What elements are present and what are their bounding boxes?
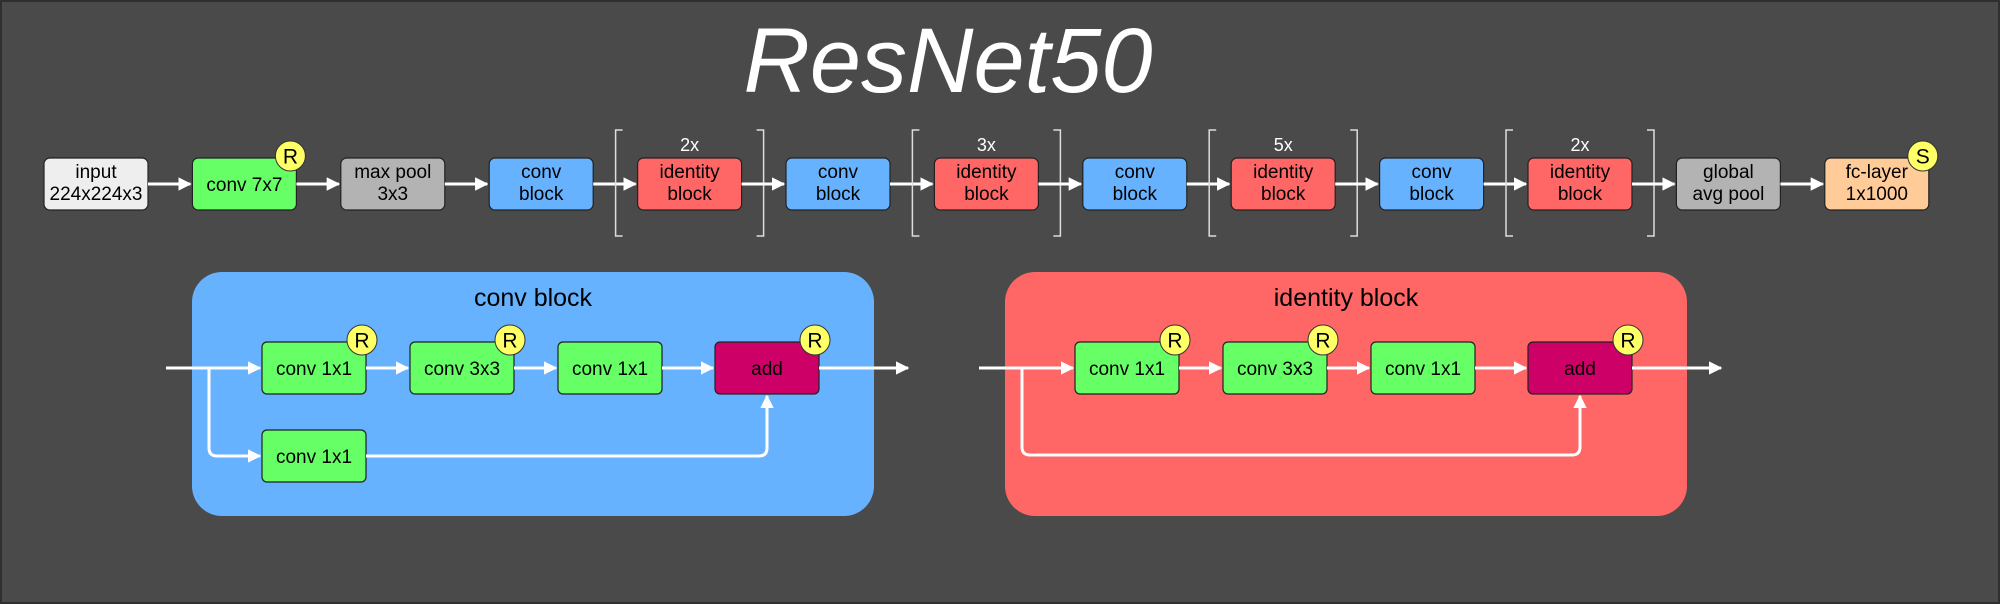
skip-connection-arrow — [1020, 368, 1587, 457]
repeat-bracket-left — [1208, 129, 1217, 237]
repeat-bracket-left — [1505, 129, 1513, 237]
activation-badge-label: S — [1916, 146, 1930, 169]
panel-title: conv block — [474, 284, 593, 312]
node-label: identity — [1253, 162, 1314, 183]
activation-badge-label: R — [502, 330, 517, 353]
node-label: global — [1703, 162, 1754, 183]
activation-badge-label: R — [1620, 330, 1635, 353]
node-label: conv — [818, 162, 859, 183]
node-label: conv — [1115, 162, 1156, 183]
node-label: max pool — [354, 162, 431, 183]
node-label: block — [1558, 184, 1603, 205]
node-label: conv — [521, 162, 562, 183]
node-label: identity — [659, 162, 720, 183]
node-label: conv 1x1 — [1385, 359, 1461, 380]
node-label: conv 1x1 — [572, 359, 648, 380]
block-node-add: add R — [714, 324, 831, 395]
node-label: block — [1113, 184, 1158, 205]
node-label: add — [1564, 359, 1596, 380]
activation-badge-r — [346, 324, 378, 356]
activation-badge-label: R — [354, 330, 369, 353]
block-node-conv-1x1: conv 1x1 — [1370, 341, 1476, 395]
activation-badge-r — [274, 140, 306, 172]
node-label: block — [1409, 184, 1454, 205]
node-label: 224x224x3 — [50, 184, 143, 205]
node-label: block — [816, 184, 861, 205]
diagram-title: ResNet50 — [743, 10, 1152, 112]
node-label: block — [1261, 184, 1306, 205]
node-label: fc-layer — [1846, 162, 1909, 183]
activation-badge-r — [1612, 324, 1644, 356]
block-node-conv-1x1: conv 1x1 — [557, 341, 663, 395]
repeat-count: 2x — [1570, 135, 1589, 155]
activation-badge-r — [1159, 324, 1191, 356]
activation-badge-s — [1907, 140, 1939, 172]
node-label: 1x1000 — [1846, 184, 1908, 205]
repeat-count: 5x — [1274, 135, 1293, 155]
shortcut-arrow — [207, 368, 262, 463]
merge-arrow — [366, 394, 774, 458]
node-label: identity — [956, 162, 1017, 183]
node-label: conv 3x3 — [424, 359, 500, 380]
repeat-count: 3x — [977, 135, 996, 155]
activation-badge-label: R — [807, 330, 822, 353]
node-label: identity — [1550, 162, 1611, 183]
node-label: conv 7x7 — [206, 175, 282, 196]
activation-badge-label: R — [283, 146, 298, 169]
node-label: input — [75, 162, 117, 183]
activation-badge-label: R — [1315, 330, 1330, 353]
node-label: conv 1x1 — [276, 447, 352, 468]
node-label: conv — [1412, 162, 1453, 183]
block-node-add: add R — [1527, 324, 1644, 395]
activation-badge-r — [494, 324, 526, 356]
repeat-bracket-left — [911, 129, 920, 237]
node-label: block — [667, 184, 712, 205]
node-label: conv 3x3 — [1237, 359, 1313, 380]
node-box — [1824, 157, 1930, 211]
activation-badge-r — [1307, 324, 1339, 356]
activation-badge-r — [799, 324, 831, 356]
block-node-shortcut-conv-1x1: conv 1x1 — [261, 429, 367, 483]
panel-title: identity block — [1274, 284, 1419, 312]
node-label: conv 1x1 — [276, 359, 352, 380]
node-label: 3x3 — [377, 184, 408, 205]
node-label: add — [751, 359, 783, 380]
node-label: block — [519, 184, 564, 205]
activation-badge-label: R — [1167, 330, 1182, 353]
node-label: avg pool — [1692, 184, 1764, 205]
node-label: conv 1x1 — [1089, 359, 1165, 380]
repeat-count: 2x — [680, 135, 699, 155]
repeat-bracket-left — [614, 129, 623, 237]
node-label: block — [964, 184, 1009, 205]
